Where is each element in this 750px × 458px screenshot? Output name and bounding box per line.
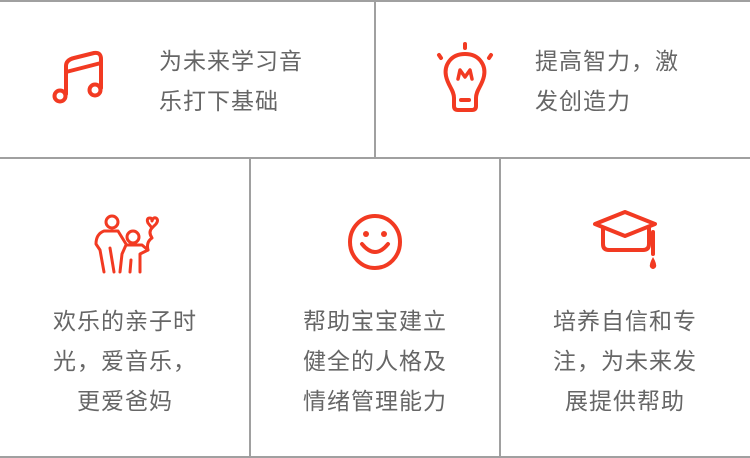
feature-text-line: 注，为未来发 (553, 349, 697, 375)
feature-text-line: 更爱爸妈 (77, 389, 173, 415)
divider-bottom (0, 456, 750, 458)
feature-text-line: 欢乐的亲子时 (53, 309, 197, 335)
feature-text-line: 提高智力，激 (535, 49, 679, 75)
divider-vertical-bottom-1 (249, 158, 251, 458)
graduation-cap-icon (593, 210, 657, 269)
divider-vertical-bottom-2 (499, 158, 501, 458)
feature-text-line: 帮助宝宝建立 (303, 309, 447, 335)
parent-child-icon (94, 214, 159, 274)
feature-text-line: 情绪管理能力 (303, 389, 447, 415)
smiley-icon (348, 214, 402, 270)
feature-text-line: 培养自信和专 (553, 309, 697, 335)
feature-text-line: 乐打下基础 (159, 89, 279, 115)
feature-text-line: 为未来学习音 (159, 49, 303, 75)
divider-vertical-top (374, 0, 376, 158)
feature-text-line: 光，爱音乐， (53, 349, 197, 375)
lightbulb-icon (437, 42, 493, 112)
feature-text-line: 展提供帮助 (565, 389, 685, 415)
feature-text-line: 健全的人格及 (303, 349, 447, 375)
divider-middle (0, 157, 750, 159)
music-note-icon (52, 50, 103, 104)
feature-text-line: 发创造力 (535, 89, 631, 115)
